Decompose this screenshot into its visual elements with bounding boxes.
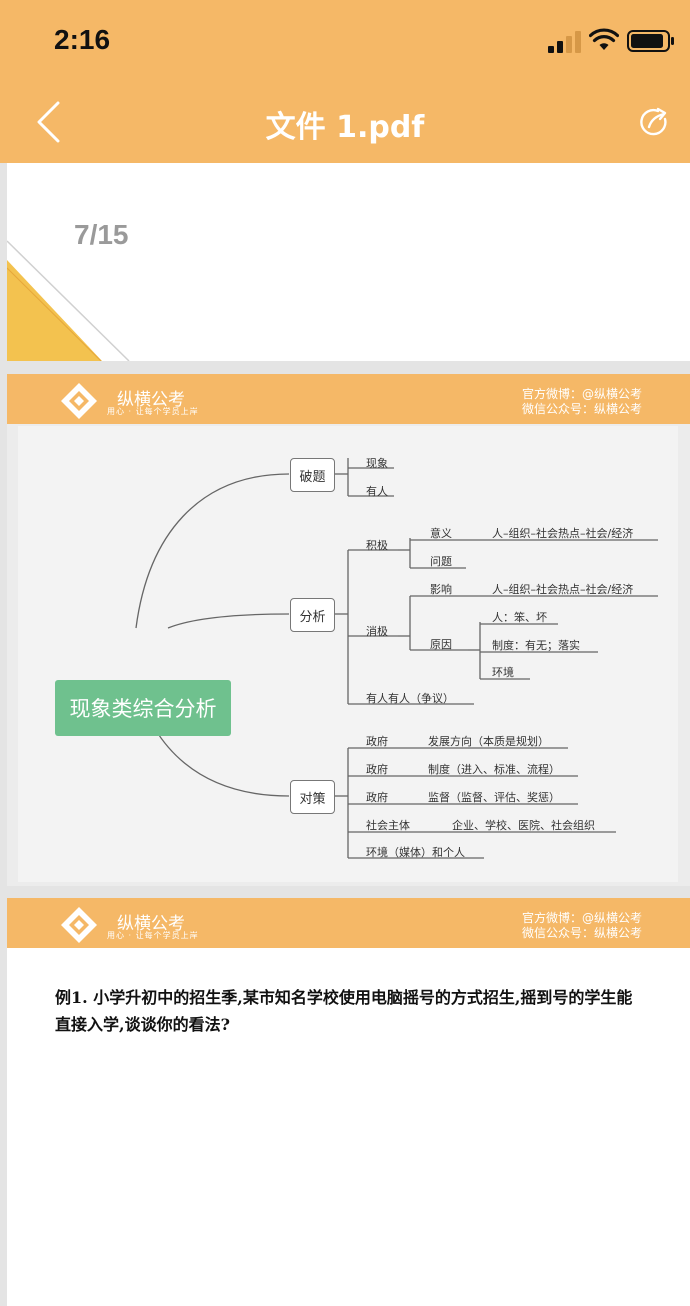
brand-logo-icon <box>61 383 97 419</box>
cellular-signal-icon <box>548 31 581 53</box>
node-yuanyin: 原因 <box>430 638 452 651</box>
brand-name: 纵横公考 <box>117 390 185 410</box>
node-yiyi: 意义 <box>430 527 452 540</box>
node-yingxiang-detail: 人–组织–社会热点–社会/经济 <box>492 583 634 596</box>
brand-weibo: 官方微博：@纵横公考 <box>521 911 642 925</box>
battery-icon <box>627 30 674 52</box>
mindmap-connectors <box>135 458 658 859</box>
question-text: 例1. 小学升初中的招生季,某市知名学校使用电脑摇号的方式招生,摇到号的学生能直… <box>55 988 633 1034</box>
node-xianxiang: 现象 <box>366 457 388 470</box>
node-duice-row4-right: 企业、学校、医院、社会组织 <box>452 819 595 832</box>
brand-slogan: 用心 · 让每个学员上岸 <box>107 931 199 940</box>
mindmap: 现象类综合分析 破题 现象 有人 分析 积极 意义 人–组织–社会热点–社会/经… <box>18 426 678 882</box>
node-xiaoji: 消极 <box>366 625 388 638</box>
brand-header: 纵横公考 用心 · 让每个学员上岸 官方微博：@纵横公考 微信公众号：纵横公考 <box>7 898 690 948</box>
status-time: 2:16 <box>54 24 111 55</box>
node-duice-row3-right: 监督（监督、评估、奖惩） <box>428 791 560 804</box>
node-fenxi: 分析 <box>290 598 335 632</box>
decorative-corner-shape <box>7 240 130 361</box>
brand-contact: 官方微博：@纵横公考 微信公众号：纵横公考 <box>522 911 642 941</box>
page-number: 7/15 <box>74 219 129 250</box>
node-yuanyin-zhidu: 制度：有无；落实 <box>492 639 580 652</box>
mindmap-root: 现象类综合分析 <box>55 680 231 736</box>
node-duice-row2-right: 制度（进入、标准、流程） <box>428 763 560 776</box>
pdf-page-7: 7/15 <box>7 163 690 361</box>
node-poti: 破题 <box>290 458 335 492</box>
node-duice: 对策 <box>290 780 335 814</box>
node-jiji: 积极 <box>366 539 388 552</box>
node-duice-row5-left: 环境（媒体）和个人 <box>366 846 465 859</box>
node-yuanyin-huanjing: 环境 <box>492 666 514 679</box>
share-icon[interactable] <box>638 105 672 139</box>
top-bar: 2:16 文件 1.pdf <box>0 0 690 163</box>
pdf-page-mindmap: 纵横公考 用心 · 让每个学员上岸 官方微博：@纵横公考 微信公众号：纵横公考 <box>7 374 690 886</box>
node-youren: 有人 <box>366 485 388 498</box>
wifi-icon <box>589 28 619 50</box>
node-duice-row3-left: 政府 <box>366 791 388 804</box>
brand-wechat: 微信公众号：纵横公考 <box>521 402 642 416</box>
node-yingxiang: 影响 <box>430 583 452 596</box>
node-duice-row1-right: 发展方向（本质是规划） <box>428 735 549 748</box>
node-wenti: 问题 <box>430 555 452 568</box>
brand-slogan: 用心 · 让每个学员上岸 <box>107 407 199 416</box>
node-duice-row4-left: 社会主体 <box>366 819 410 832</box>
brand-header: 纵横公考 用心 · 让每个学员上岸 官方微博：@纵横公考 微信公众号：纵横公考 <box>7 374 690 424</box>
brand-weibo: 官方微博：@纵横公考 <box>521 387 642 401</box>
brand-wechat: 微信公众号：纵横公考 <box>521 926 642 940</box>
brand-logo-icon <box>61 907 97 943</box>
node-yuanyin-ren: 人：笨、坏 <box>492 611 547 624</box>
pdf-page-question: 纵横公考 用心 · 让每个学员上岸 官方微博：@纵横公考 微信公众号：纵横公考 … <box>7 898 690 1306</box>
document-title: 文件 1.pdf <box>265 110 425 145</box>
brand-contact: 官方微博：@纵横公考 微信公众号：纵横公考 <box>522 387 642 417</box>
node-zhengyi: 有人有人（争议） <box>366 692 454 705</box>
node-yiyi-detail: 人–组织–社会热点–社会/经济 <box>492 527 634 540</box>
node-duice-row2-left: 政府 <box>366 763 388 776</box>
brand-name: 纵横公考 <box>117 914 185 934</box>
node-duice-row1-left: 政府 <box>366 735 388 748</box>
back-chevron-icon[interactable] <box>34 100 62 144</box>
